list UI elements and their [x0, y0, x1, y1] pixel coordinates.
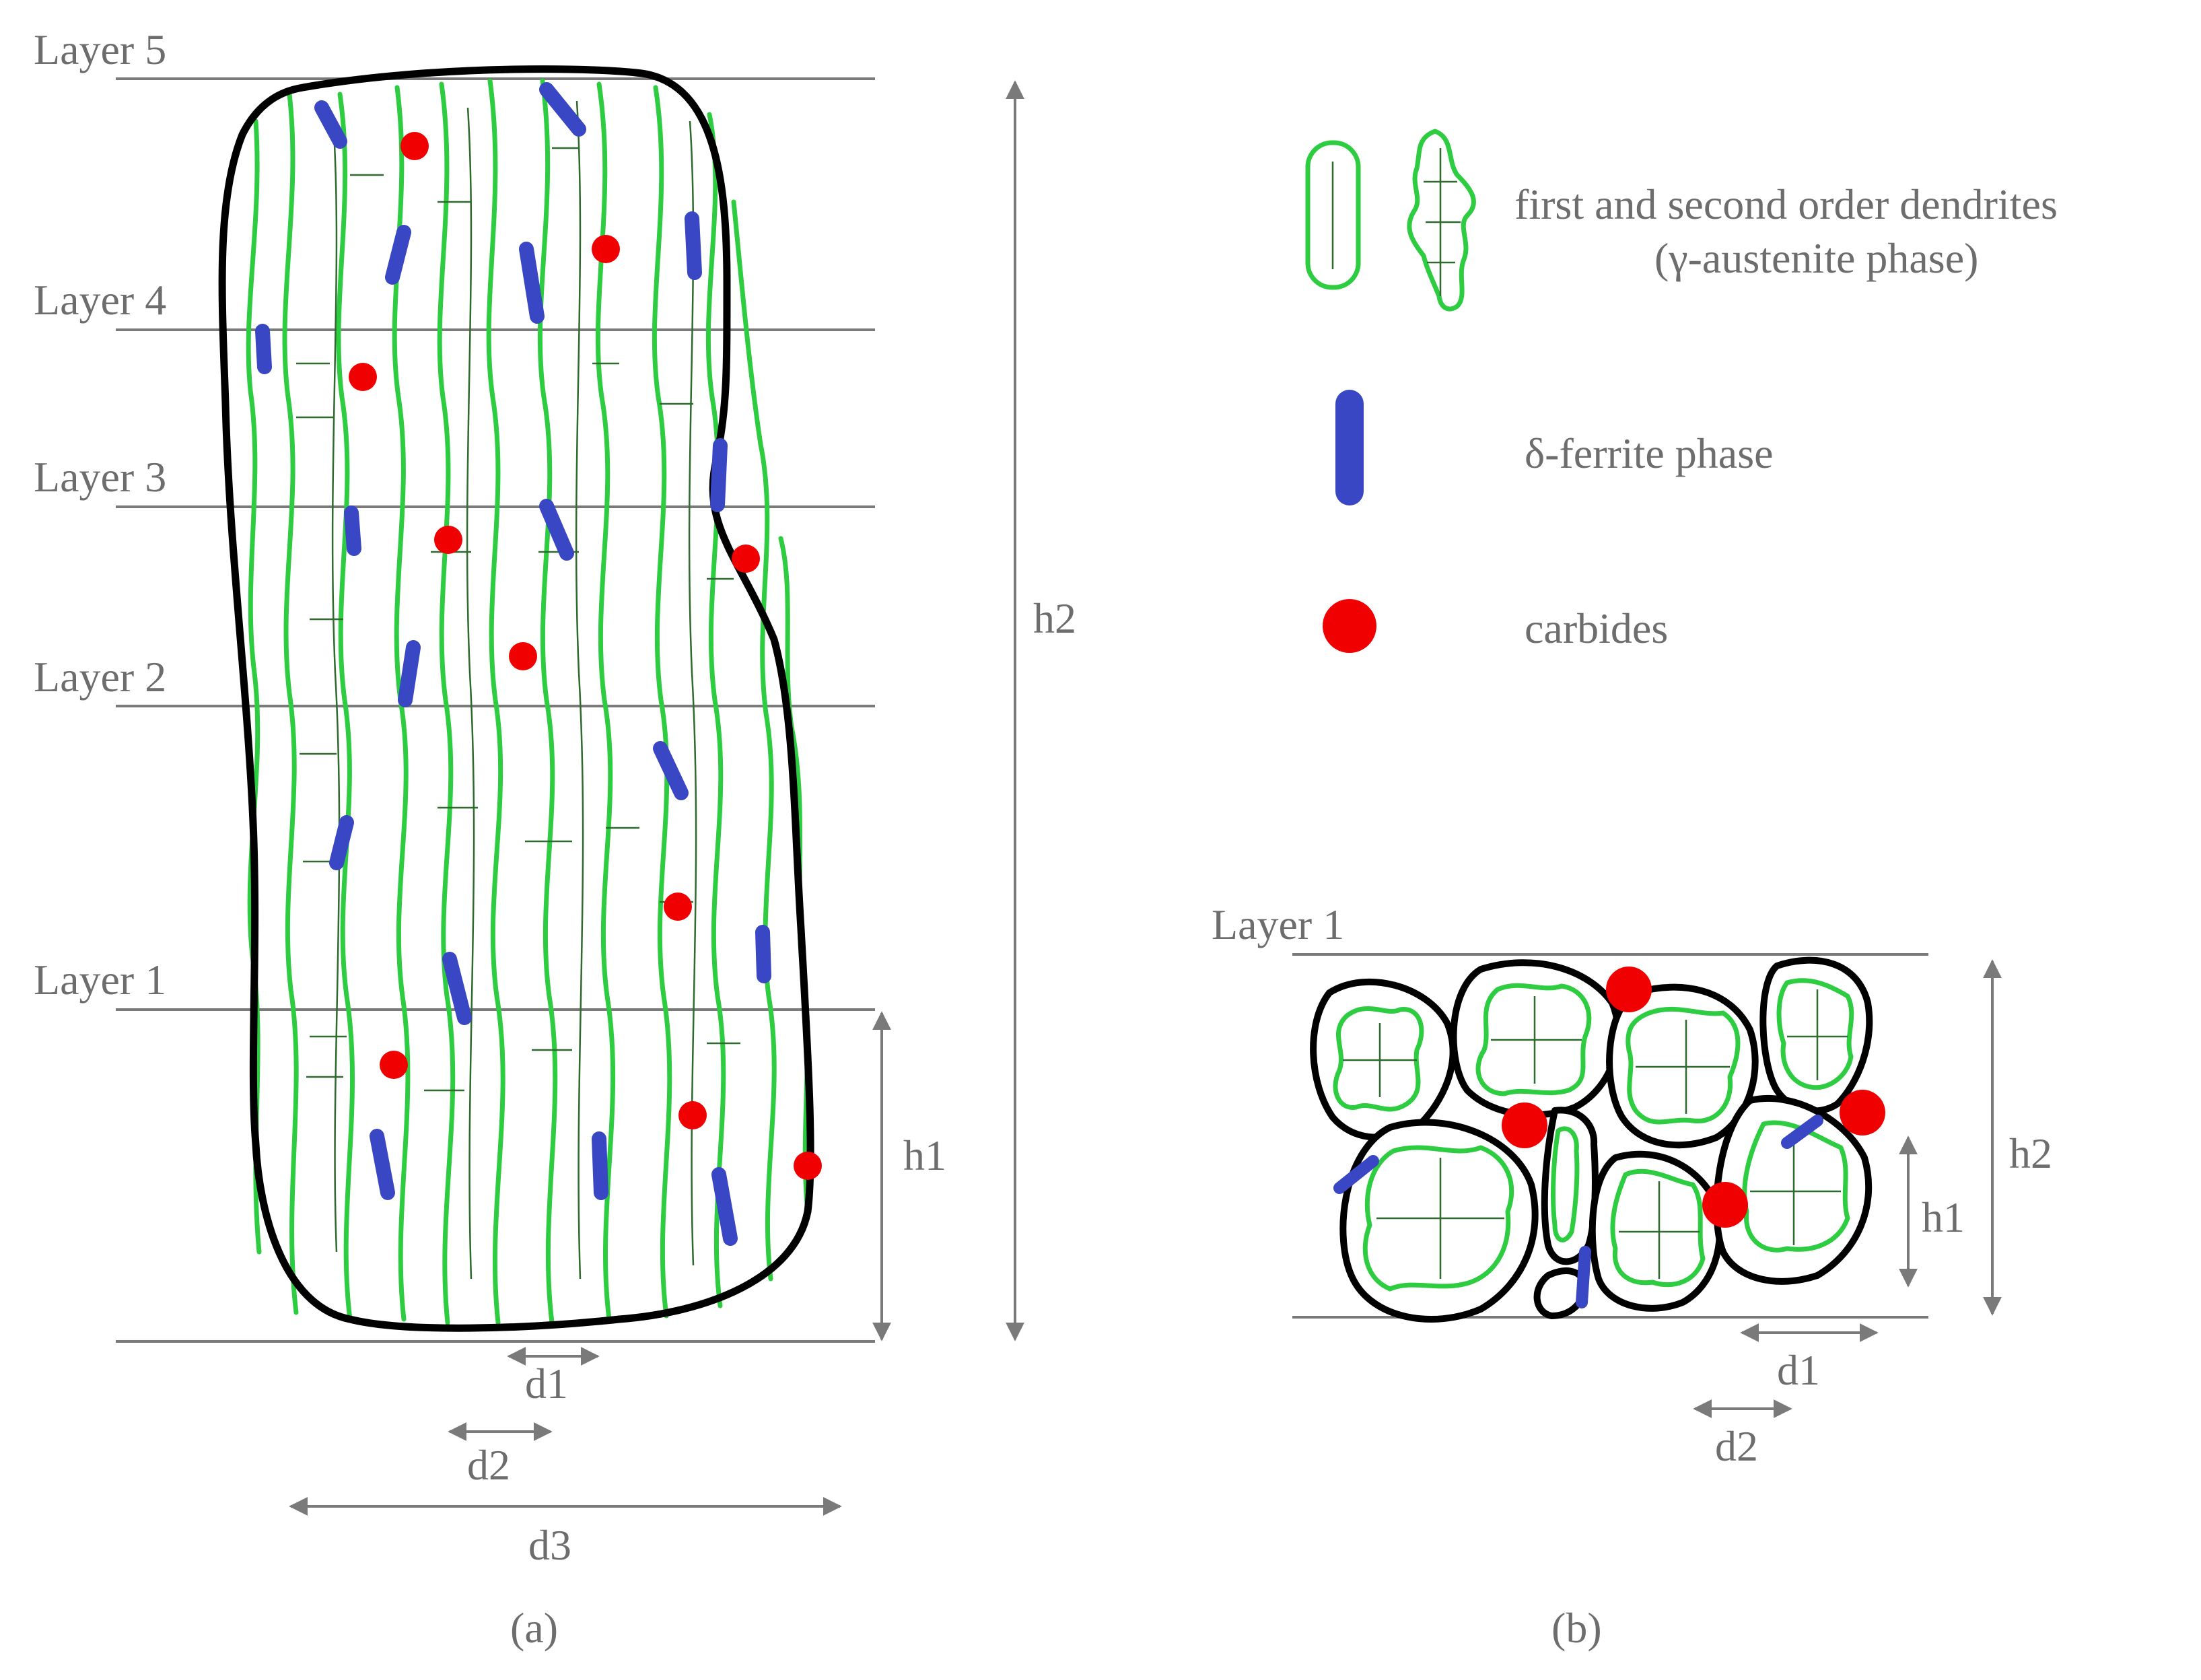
legend-dendrites-label-1: first and second order dendrites — [1514, 180, 2058, 228]
d3-label-a: d3 — [528, 1521, 571, 1569]
legend: first and second order dendrites (γ-aust… — [1305, 129, 2058, 653]
ferrite-particles-a — [255, 82, 771, 1246]
carbides-a — [349, 132, 822, 1180]
ferrite-particles-b — [1333, 1115, 1823, 1308]
h1-label-a: h1 — [903, 1131, 946, 1179]
layer-3-label: Layer 3 — [34, 453, 166, 501]
weld-bead-outline — [218, 65, 814, 1332]
panel-b: Layer 1 — [1212, 901, 2052, 1652]
caption-b: (b) — [1551, 1604, 1602, 1652]
h2-label-b: h2 — [2009, 1129, 2052, 1177]
layer-4-label: Layer 4 — [34, 276, 166, 324]
panel-a: Layer 5 Layer 4 Layer 3 Layer 2 Layer 1 — [34, 26, 1076, 1652]
h2-label-a: h2 — [1033, 594, 1076, 642]
legend-dendrites-label-2: (γ-austenite phase) — [1654, 234, 1978, 282]
legend-dendrite-symbols — [1305, 129, 1476, 312]
carbides-b — [1502, 967, 1885, 1228]
d1-label-b: d1 — [1777, 1346, 1820, 1394]
h1-label-b: h1 — [1922, 1193, 1965, 1241]
legend-ferrite-label: δ-ferrite phase — [1525, 429, 1774, 477]
caption-a: (a) — [510, 1604, 558, 1652]
legend-carbides-label: carbides — [1525, 604, 1668, 652]
legend-carbide-symbol — [1323, 599, 1376, 653]
layer-1-label: Layer 1 — [34, 956, 166, 1004]
layer-1-label-b: Layer 1 — [1212, 901, 1344, 948]
layer-5-label: Layer 5 — [34, 26, 166, 73]
d2-label-b: d2 — [1715, 1422, 1758, 1470]
d2-label-a: d2 — [467, 1441, 510, 1489]
layer-2-label: Layer 2 — [34, 653, 166, 701]
d1-label-a: d1 — [525, 1360, 568, 1407]
